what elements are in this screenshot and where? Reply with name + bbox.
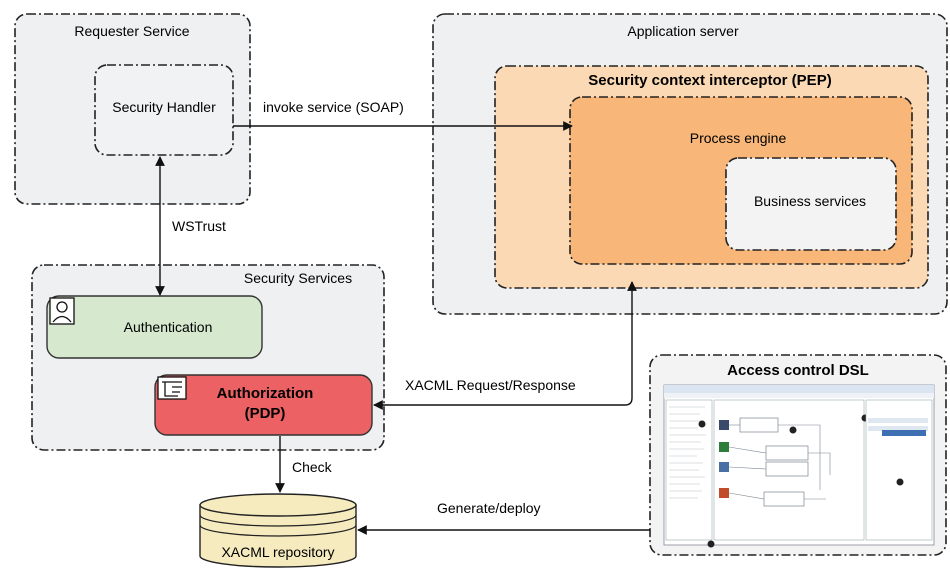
requester-service-title: Requester Service xyxy=(74,23,189,39)
security-handler-label: Security Handler xyxy=(112,99,216,115)
edge-generate-deploy: Generate/deploy xyxy=(357,500,650,535)
edge-check: Check xyxy=(275,436,333,493)
security-handler[interactable]: Security Handler xyxy=(94,64,234,156)
business-services[interactable]: Business services xyxy=(725,157,897,251)
edge-wstrust: WSTrust xyxy=(155,156,226,296)
security-services-title: Security Services xyxy=(244,270,352,286)
authorization-box[interactable]: Authorization (PDP) xyxy=(154,374,373,436)
xacml-request-response-label: XACML Request/Response xyxy=(405,377,576,393)
application-server: Application server Security context inte… xyxy=(432,13,948,315)
application-server-title: Application server xyxy=(627,23,739,39)
user-icon xyxy=(49,297,75,325)
check-label: Check xyxy=(292,459,333,475)
xacml-repository-label: XACML repository xyxy=(221,544,334,560)
edge-xacml-request-response: XACML Request/Response xyxy=(373,281,637,410)
edge-invoke-service: invoke service (SOAP) xyxy=(233,99,573,131)
business-services-label: Business services xyxy=(754,193,866,209)
xacml-repository[interactable]: XACML repository xyxy=(199,493,357,568)
hand-pointer-icon xyxy=(157,376,187,400)
generate-deploy-label: Generate/deploy xyxy=(437,500,541,516)
pep-title: Security context interceptor (PEP) xyxy=(588,72,831,89)
access-control-dsl: Access control DSL xyxy=(649,354,947,556)
authorization-label-line2: (PDP) xyxy=(245,405,286,422)
authorization-label-line1: Authorization xyxy=(217,385,314,402)
process-engine-label: Process engine xyxy=(690,130,787,146)
security-services: Security Services Authentication Authori… xyxy=(31,264,385,451)
authentication-label: Authentication xyxy=(124,319,213,335)
wstrust-label: WSTrust xyxy=(172,218,226,234)
requester-service: Requester Service Security Handler xyxy=(14,13,251,205)
dsl-editor-screenshot[interactable] xyxy=(663,384,935,548)
invoke-service-label: invoke service (SOAP) xyxy=(263,99,404,115)
access-control-dsl-title: Access control DSL xyxy=(727,362,869,379)
authentication-box[interactable]: Authentication xyxy=(46,295,263,359)
